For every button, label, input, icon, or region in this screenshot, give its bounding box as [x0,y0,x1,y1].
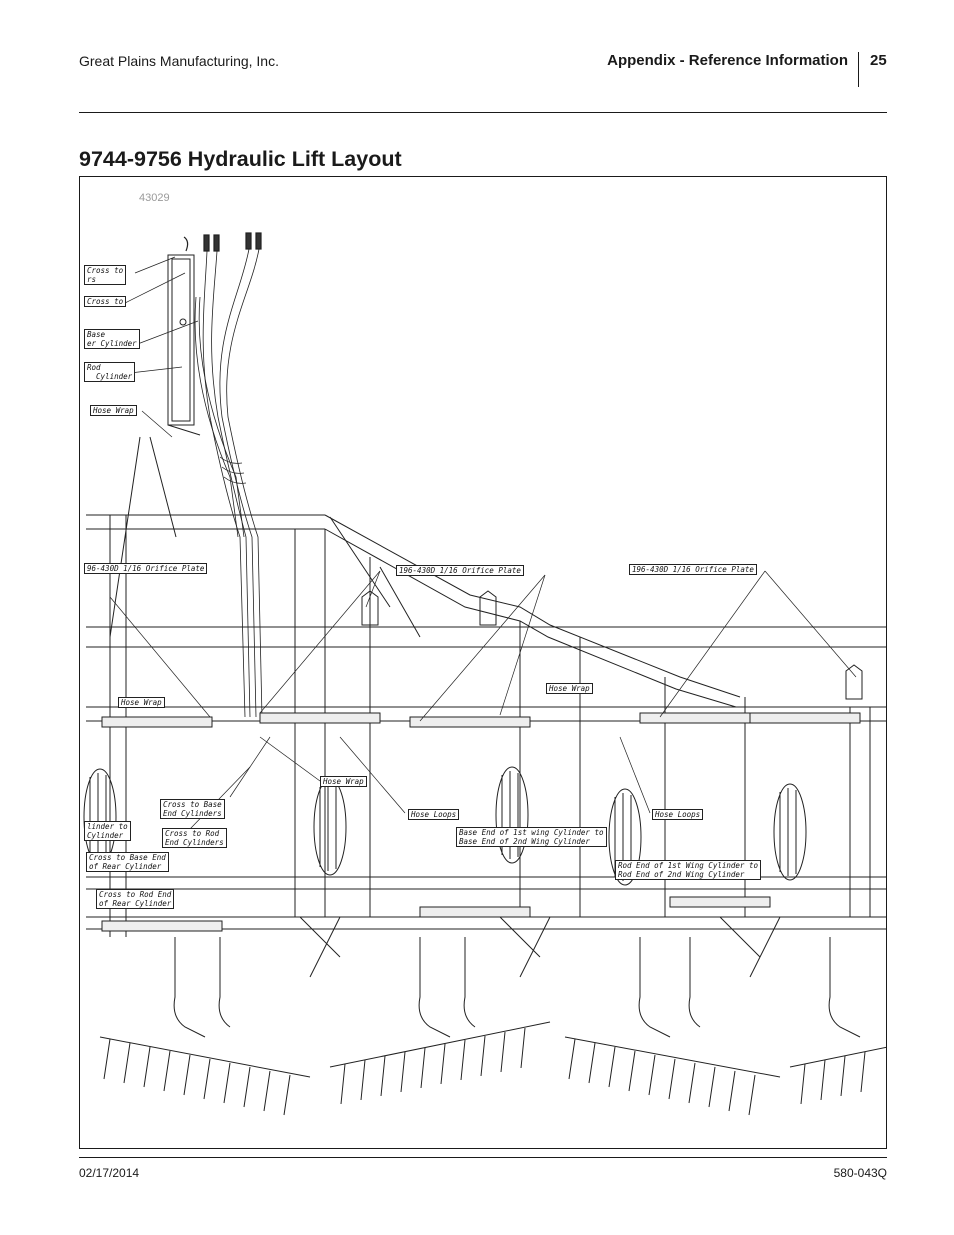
leader-lines [109,256,857,830]
callout-cylinder-to-cylinder: linder to Cylinder [84,821,131,841]
callout-rod-cylinder: Rod Cylinder [84,362,136,382]
callout-rod-end-wing-cylinders: Rod End of 1st Wing Cylinder to Rod End … [615,860,761,880]
callout-cross-to: Cross to rs [84,265,127,285]
shanks [173,916,861,1038]
harrow-tines [99,1021,886,1116]
footer-doc-number: 580-043Q [833,1166,887,1180]
callout-cross-to-rod-end-cylinders: Cross to Rod End Cylinders [162,828,227,848]
callout-cross-to-base-end-cylinders: Cross to Base End Cylinders [160,799,225,819]
footer-date: 02/17/2014 [79,1166,140,1180]
hitch-tongue [167,254,201,436]
callout-base-end-wing-cylinders: Base End of 1st wing Cylinder to Base En… [456,827,607,847]
footer-rule [79,1157,887,1158]
hydraulic-layout-drawing [83,232,886,1116]
callout-cross-to-base-end-rear-cylinder: Cross to Base End of Rear Cylinder [86,852,169,872]
figure-id: 43029 [139,192,170,204]
callout-orifice-plate: 196-430D 1/16 Orifice Plate [396,565,524,576]
hose-bundle [194,248,263,718]
wing-cylinders [101,712,861,932]
orifice-plate-fittings [361,590,863,700]
callout-hose-loops: Hose Loops [408,809,460,820]
main-frame [86,436,886,937]
callout-base-rear-cylinder: Base er Cylinder [84,329,140,349]
company-name: Great Plains Manufacturing, Inc. [79,53,279,69]
callout-cross-to-rod-end-rear-cylinder: Cross to Rod End of Rear Cylinder [96,889,175,909]
header-rule [79,112,887,113]
tires [83,766,807,886]
callout-hose-wrap: Hose Wrap [118,697,165,708]
hydraulic-couplers [183,232,262,252]
callout-hose-wrap: Hose Wrap [90,405,137,416]
callout-hose-wrap: Hose Wrap [320,776,367,787]
section-title: Appendix - Reference Information [607,52,848,69]
callout-hose-wrap: Hose Wrap [546,683,593,694]
figure-frame: 43029 Cross to rs Cross to Base er Cylin… [79,176,887,1149]
callout-orifice-plate: 96-430D 1/16 Orifice Plate [84,563,208,574]
callout-hose-loops: Hose Loops [652,809,704,820]
callout-orifice-plate: 196-430D 1/16 Orifice Plate [629,564,757,575]
page-title: 9744-9756 Hydraulic Lift Layout [79,147,402,171]
page-number: 25 [870,52,887,69]
header-divider [858,52,859,87]
callout-cross-to-2: Cross to [84,296,127,307]
